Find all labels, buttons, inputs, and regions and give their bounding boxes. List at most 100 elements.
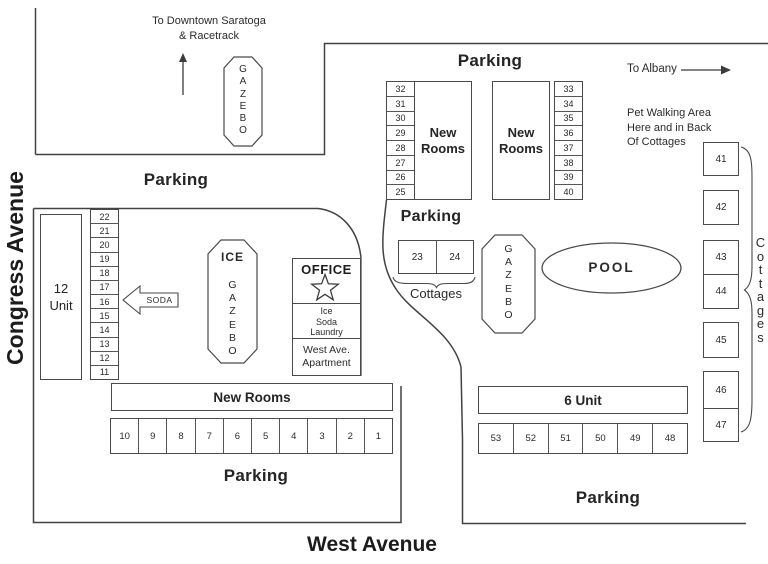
ice-label: ICE — [220, 250, 244, 264]
room-number: 32 — [395, 83, 406, 94]
building-new-rooms-long: New Rooms — [111, 383, 393, 411]
room-number: 10 — [119, 430, 130, 442]
gazebo-pool-outline — [481, 234, 536, 334]
gazebo-courtyard-label: G A Z E B O — [228, 279, 237, 358]
room-number: 14 — [91, 322, 118, 336]
room-number: 48 — [652, 424, 687, 453]
room-number: 36 — [555, 125, 582, 140]
room-number: 38 — [555, 154, 582, 170]
room-number: 1 — [363, 419, 392, 453]
room-number: 13 — [91, 336, 118, 351]
gazebo-pool-label: G A Z E B O — [504, 243, 513, 322]
room-number: 40 — [555, 184, 582, 199]
room-number: 11 — [91, 364, 118, 379]
cottage-42: 42 — [703, 190, 739, 225]
cottage-41: 41 — [703, 142, 739, 176]
cottage-43: 43 — [703, 240, 739, 275]
room-number: 31 — [387, 95, 414, 111]
boundary-left-parcel-top — [33, 207, 362, 259]
right-arrowhead-icon — [721, 65, 731, 75]
street-label-west-avenue: West Avenue — [307, 533, 437, 556]
room-number: 51 — [547, 424, 583, 453]
parking-label-bottom-right: Parking — [575, 488, 641, 507]
room-number: 6 — [222, 419, 251, 453]
boundary-right-parcel — [382, 199, 746, 525]
room-number: 24 — [435, 241, 474, 273]
room-number: 23 — [411, 251, 423, 263]
room-number: 53 — [490, 433, 502, 444]
room-number: 28 — [387, 140, 414, 155]
cottages-23-24: 23 24 — [398, 240, 474, 274]
parking-label-top-center: Parking — [457, 51, 523, 70]
office-apartment: West Ave. Apartment — [293, 338, 360, 377]
room-number: 33 — [563, 83, 574, 94]
room-number: 9 — [138, 419, 166, 453]
room-number: 26 — [387, 169, 414, 185]
parking-label-bottom-left: Parking — [223, 466, 289, 485]
room-number: 16 — [91, 294, 118, 308]
pool-outline — [541, 242, 682, 294]
parking-label-upper-left: Parking — [143, 170, 209, 189]
gazebo-entrance-outline — [223, 56, 263, 147]
room-number: 17 — [91, 279, 118, 294]
soda-arrow-label: SODA — [146, 295, 173, 305]
office-services: Ice Soda Laundry — [293, 303, 360, 338]
room-number: 8 — [166, 419, 194, 453]
building-new-rooms-east: New Rooms — [492, 81, 550, 200]
room-number: 15 — [91, 308, 118, 322]
room-number: 49 — [617, 424, 652, 453]
room-number: 2 — [335, 419, 364, 453]
building-new-rooms-west: New Rooms — [414, 81, 472, 200]
room-number: 25 — [387, 184, 414, 199]
room-number: 35 — [555, 110, 582, 126]
cottages-label: Cottages — [409, 286, 463, 301]
room-number: 27 — [387, 154, 414, 170]
boundary-left-parcel — [32, 208, 402, 524]
office-building: OFFICE Ice Soda Laundry West Ave. Apartm… — [292, 258, 361, 376]
room-number: 29 — [387, 125, 414, 140]
building-12-unit: 12 Unit — [40, 214, 82, 380]
room-number: 7 — [194, 419, 223, 453]
office-title: OFFICE — [301, 262, 352, 277]
room-number: 52 — [512, 424, 548, 453]
parking-label-mid: Parking — [400, 208, 462, 225]
street-label-congress-avenue: Congress Avenue — [2, 171, 28, 365]
building-6-unit: 6 Unit — [478, 386, 688, 414]
gazebo-entrance-label: G A Z E B O — [239, 64, 247, 137]
cottage-46: 46 — [703, 371, 739, 409]
room-number: 5 — [251, 419, 279, 453]
room-number: 20 — [91, 237, 118, 251]
room-number: 30 — [387, 110, 414, 126]
cottage-44: 44 — [703, 274, 739, 309]
room-number: 21 — [91, 223, 118, 237]
room-number: 19 — [91, 251, 118, 266]
cottage-47: 47 — [703, 408, 739, 442]
room-number: 4 — [279, 419, 307, 453]
up-arrowhead-icon — [179, 53, 187, 62]
gazebo-courtyard-outline — [207, 239, 258, 364]
room-number: 37 — [555, 140, 582, 155]
room-number: 12 — [91, 350, 118, 365]
direction-albany-label: To Albany — [627, 63, 677, 75]
office-star-icon — [309, 272, 341, 302]
room-number: 34 — [555, 95, 582, 111]
boundary-north-road — [35, 42, 768, 156]
cottages-vertical-label: C o t t a g e s — [755, 235, 766, 345]
direction-downtown-label: To Downtown Saratoga & Racetrack — [152, 15, 266, 42]
cottages-brace-horizontal — [392, 276, 476, 289]
room-number: 39 — [555, 169, 582, 185]
pool-label: POOL — [588, 260, 635, 275]
pet-walking-note: Pet Walking Area Here and in Back Of Cot… — [627, 107, 712, 148]
soda-arrow-icon — [122, 284, 179, 316]
cottages-brace-vertical — [740, 146, 753, 433]
room-number: 18 — [91, 265, 118, 280]
room-number: 22 — [99, 211, 110, 222]
cottage-45: 45 — [703, 322, 739, 358]
